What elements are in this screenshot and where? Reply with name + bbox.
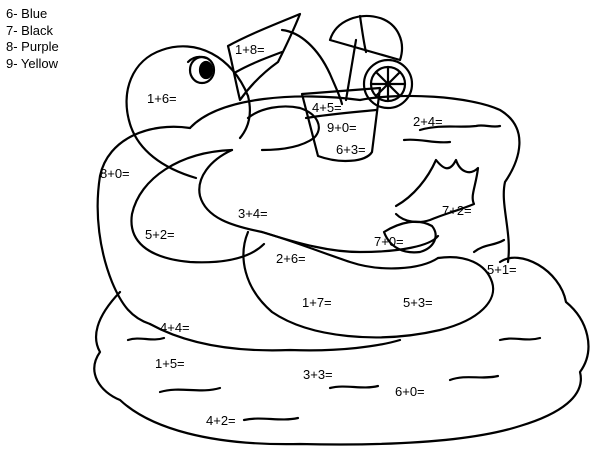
equation-ring-right: 5+3= xyxy=(403,295,433,310)
equation-chair-left: 8+0= xyxy=(100,166,130,181)
beak-line xyxy=(234,50,284,74)
legend-item-black: 7- Black xyxy=(6,22,53,38)
ripple xyxy=(448,374,500,382)
ripple xyxy=(328,384,380,390)
equation-head: 1+6= xyxy=(147,91,177,106)
equation-foot: 7+2= xyxy=(442,203,472,218)
equation-glass-top: 4+5= xyxy=(312,100,342,115)
duck-neck xyxy=(238,94,251,140)
duck-beak xyxy=(226,12,302,102)
straw xyxy=(280,28,344,106)
equation-water-low-right: 6+0= xyxy=(395,384,425,399)
ripple xyxy=(472,238,506,254)
water-puddle xyxy=(93,256,590,446)
duck-foot-upper xyxy=(394,158,480,224)
ripple xyxy=(418,124,502,132)
legend-item-yellow: 9- Yellow xyxy=(6,55,59,71)
umbrella-stick xyxy=(344,38,358,102)
orange-slice xyxy=(362,58,414,110)
duck-foot-lower xyxy=(382,220,437,254)
chair-inner xyxy=(130,148,266,264)
umbrella xyxy=(328,14,404,62)
equation-water-right: 5+1= xyxy=(487,262,517,277)
equation-glass-low: 6+3= xyxy=(336,142,366,157)
duck-eyebrow xyxy=(186,55,208,64)
ring-front xyxy=(260,230,440,254)
equation-body: 2+6= xyxy=(276,251,306,266)
ripple xyxy=(126,336,166,342)
equation-water-right-top: 2+4= xyxy=(413,114,443,129)
umbrella-rib xyxy=(358,14,368,54)
equation-glass-mid: 9+0= xyxy=(327,120,357,135)
orange-segments xyxy=(369,65,407,103)
color-legend: 6- Blue 7- Black 8- Purple 9- Yellow xyxy=(6,6,59,72)
equation-water-left: 1+5= xyxy=(155,356,185,371)
ripple xyxy=(498,336,542,342)
equation-water-mid: 3+3= xyxy=(303,367,333,382)
equation-arm: 3+4= xyxy=(238,206,268,221)
chair-base xyxy=(148,322,402,352)
equation-water-bottom: 4+2= xyxy=(206,413,236,428)
equation-beak: 1+8= xyxy=(235,42,265,57)
equation-ring-mid: 1+7= xyxy=(302,295,332,310)
ripple xyxy=(158,386,222,394)
glass xyxy=(300,86,382,162)
equation-foot-low: 7+0= xyxy=(374,234,404,249)
duck-pupil xyxy=(198,60,214,80)
glass-liquid-line xyxy=(304,108,378,120)
equation-chair-base: 4+4= xyxy=(160,320,190,335)
chair-back xyxy=(188,94,521,264)
legend-item-blue: 6- Blue xyxy=(6,6,48,21)
legend-item-purple: 8- Purple xyxy=(6,39,59,54)
duck-wing xyxy=(246,105,320,152)
equation-chair-inner: 5+2= xyxy=(145,227,175,242)
duck-head xyxy=(125,45,250,180)
ripple xyxy=(242,416,300,422)
inner-ring xyxy=(242,230,495,339)
chair-left-arm xyxy=(96,125,192,326)
ripple xyxy=(402,138,452,144)
